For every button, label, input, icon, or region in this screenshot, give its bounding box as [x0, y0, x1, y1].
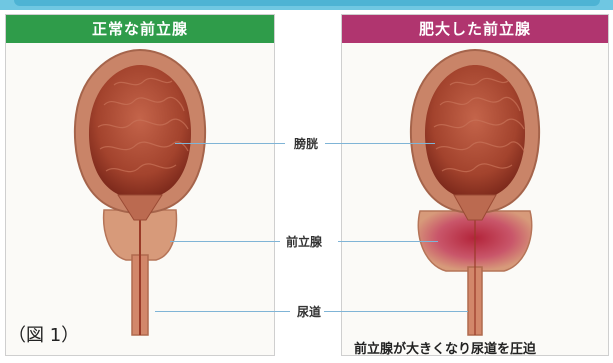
urethra-leader-left	[155, 311, 290, 312]
enlarged-bladder-interior	[425, 65, 525, 199]
enlarged-prostate-caption: 前立腺が大きくなり尿道を圧迫	[354, 338, 536, 357]
bladder-leader-left	[175, 143, 285, 144]
urethra-leader-right	[323, 311, 468, 312]
prostate-leader-left	[170, 241, 280, 242]
urethra-label: 尿道	[294, 303, 324, 320]
prostate-leader-right	[338, 241, 438, 242]
top-banner-strip	[0, 0, 613, 10]
normal-prostate-illustration	[6, 15, 274, 355]
top-banner-inner	[14, 0, 600, 6]
bladder-leader-right	[325, 143, 435, 144]
normal-bladder-interior	[89, 65, 191, 199]
bladder-label: 膀胱	[291, 135, 321, 152]
normal-prostate-panel: 正常な前立腺	[5, 14, 275, 356]
enlarged-prostate-panel: 肥大した前立腺	[341, 14, 609, 356]
prostate-label: 前立腺	[283, 233, 325, 250]
figure-label: （図 1）	[8, 321, 79, 347]
enlarged-prostate-illustration	[342, 15, 608, 355]
